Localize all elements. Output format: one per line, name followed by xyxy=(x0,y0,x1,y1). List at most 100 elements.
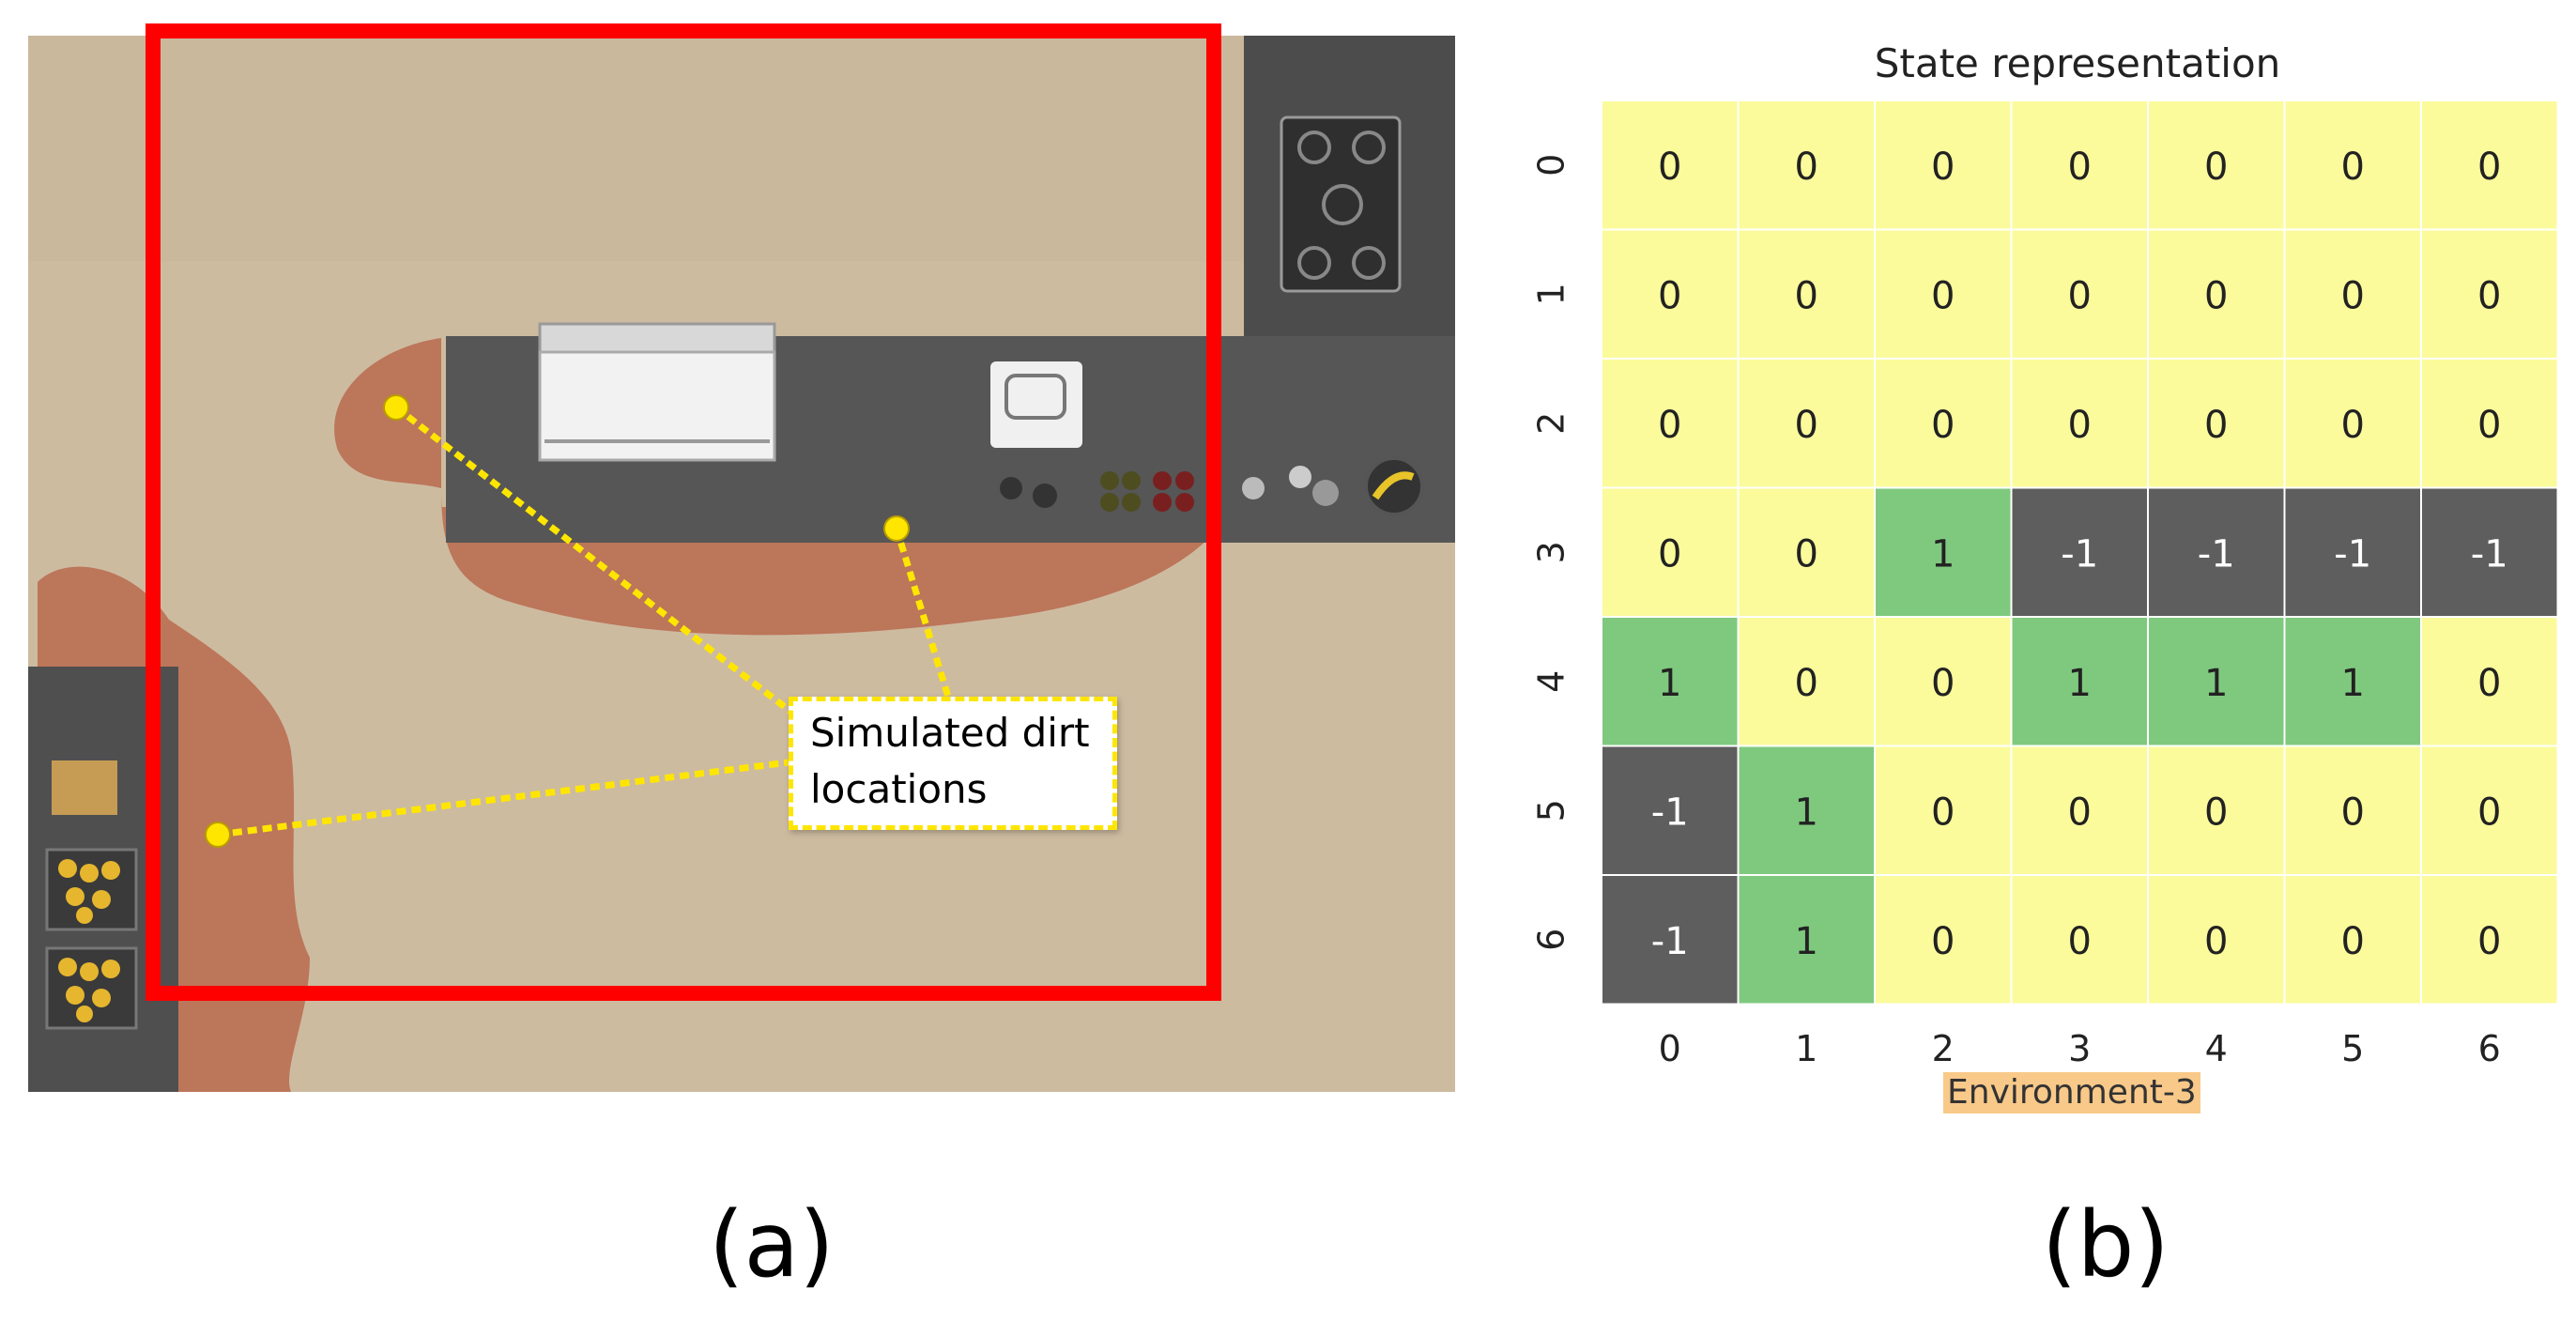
heatmap-cell-label: -1 xyxy=(1651,920,1689,963)
heatmap-cell-label: 0 xyxy=(2341,274,2365,317)
heatmap-cell-label: 0 xyxy=(2477,791,2501,834)
heatmap-cell-label: 0 xyxy=(1931,920,1955,963)
heatmap-cell-label: 0 xyxy=(2204,274,2228,317)
heatmap-cell-label: 0 xyxy=(1658,146,1681,189)
heatmap-cell-label: -1 xyxy=(2198,532,2235,576)
heatmap-cell-label: 1 xyxy=(1795,791,1818,834)
x-tick-label: 5 xyxy=(2341,1028,2364,1069)
heatmap-cell-label: 0 xyxy=(1795,404,1818,447)
heatmap-cell xyxy=(1874,874,2013,1006)
heatmap-cell-label: 1 xyxy=(1931,532,1955,576)
heatmap-cell-label: 1 xyxy=(2341,662,2365,705)
heatmap-cell-label: 0 xyxy=(2341,920,2365,963)
x-tick-label: 0 xyxy=(1659,1028,1681,1069)
heatmap-cell xyxy=(2283,874,2422,1006)
y-tick-label: 4 xyxy=(1531,670,1572,693)
heatmap-cell-label: 0 xyxy=(2477,146,2501,189)
heatmap-cell-label: 0 xyxy=(2341,404,2365,447)
grill xyxy=(538,322,776,462)
heatmap-title: State representation xyxy=(1875,40,2281,86)
heatmap-cell-label: 1 xyxy=(1658,662,1681,705)
heatmap-cell xyxy=(1737,616,1876,747)
dirt-marker-2 xyxy=(883,515,910,542)
heatmap-cell xyxy=(2147,874,2286,1006)
y-tick-label: 0 xyxy=(1531,154,1572,177)
dirt-patch-counter xyxy=(334,338,1220,636)
heatmap-cell xyxy=(2283,100,2422,231)
dirt-marker-3 xyxy=(205,822,231,848)
dirt-patch-left xyxy=(38,566,310,1092)
heatmap-cell-label: 0 xyxy=(2204,146,2228,189)
heatmap-cell xyxy=(1601,486,1740,618)
y-tick-label: 2 xyxy=(1531,412,1572,435)
heatmap-cell-label: 0 xyxy=(1931,791,1955,834)
operating-area-box xyxy=(146,23,1221,1001)
sink xyxy=(990,361,1082,448)
heatmap-cell xyxy=(1874,745,2013,876)
heatmap-cell-label: 0 xyxy=(2477,274,2501,317)
heatmap-cell-label: 0 xyxy=(1658,532,1681,576)
heatmap-cell-label: 0 xyxy=(2068,274,2092,317)
y-tick-label: 6 xyxy=(1531,929,1572,951)
heatmap-cell-label: 0 xyxy=(1795,274,1818,317)
heatmap-cell-label: 0 xyxy=(2204,920,2228,963)
heatmap-cell-label: 0 xyxy=(2477,920,2501,963)
heatmap-cell xyxy=(2420,358,2559,489)
floor-shadow xyxy=(28,36,1249,261)
dirt-locations-callout: Simulated dirt locations xyxy=(789,697,1117,830)
heatmap-cell xyxy=(1737,228,1876,360)
heatmap-cell xyxy=(1601,228,1740,360)
heatmap-cell-label: 0 xyxy=(2204,791,2228,834)
heatmap-cell-label: 0 xyxy=(2068,146,2092,189)
heatmap-cell-label: 0 xyxy=(1931,146,1955,189)
heatmap-cell xyxy=(2010,874,2149,1006)
heatmap-cell xyxy=(2147,358,2286,489)
heatmap-cell-label: -1 xyxy=(2471,532,2508,576)
heatmap-cell-label: 0 xyxy=(1795,662,1818,705)
heatmap-cell xyxy=(2010,100,2149,231)
y-tick-label: 3 xyxy=(1531,541,1572,563)
x-tick-label: 1 xyxy=(1795,1028,1817,1069)
stove-burners xyxy=(1297,131,1386,280)
heatmap-cell xyxy=(2147,616,2286,747)
heatmap-cell-label: 0 xyxy=(2477,662,2501,705)
heatmap-cell xyxy=(1737,486,1876,618)
heatmap-cell xyxy=(2283,616,2422,747)
heatmap-cell-label: 1 xyxy=(1795,920,1818,963)
heatmap-cell-label: -1 xyxy=(2061,532,2098,576)
x-tick-label: 4 xyxy=(2205,1028,2228,1069)
heatmap-cell-label: 1 xyxy=(2204,662,2228,705)
heatmap-cell xyxy=(2420,745,2559,876)
heatmap-cell-label: 0 xyxy=(2068,791,2092,834)
heatmap-cell-label: 0 xyxy=(2068,404,2092,447)
fruit-2 xyxy=(58,958,120,1022)
heatmap-cell xyxy=(2420,100,2559,231)
heatmap-cell xyxy=(2147,486,2286,618)
heatmap-cell-label: 0 xyxy=(1931,662,1955,705)
heatmap-cell xyxy=(1601,616,1740,747)
x-tick-label: 3 xyxy=(2068,1028,2091,1069)
y-tick-label: 5 xyxy=(1531,799,1572,822)
heatmap-cell xyxy=(1737,745,1876,876)
heatmap-cell-label: 0 xyxy=(1658,274,1681,317)
heatmap-cell xyxy=(2010,616,2149,747)
heatmap-cell xyxy=(1874,100,2013,231)
counter-items xyxy=(1000,456,1424,516)
x-tick-label: 2 xyxy=(1932,1028,1955,1069)
heatmap-cell xyxy=(2283,486,2422,618)
heatmap-cell-label: 0 xyxy=(2068,920,2092,963)
fruit-1 xyxy=(58,859,120,924)
x-tick-label: 6 xyxy=(2478,1028,2501,1069)
heatmap-cell-label: 0 xyxy=(2477,404,2501,447)
heatmap-cell xyxy=(2420,228,2559,360)
heatmap-cell xyxy=(2010,745,2149,876)
y-tick-label: 1 xyxy=(1531,283,1572,305)
heatmap-cell xyxy=(2147,745,2286,876)
heatmap-cell xyxy=(2420,616,2559,747)
caption-b: (b) xyxy=(2042,1192,2170,1298)
heatmap-cell-label: 0 xyxy=(2341,791,2365,834)
heatmap-cell xyxy=(1601,100,1740,231)
knife-block xyxy=(52,760,117,815)
